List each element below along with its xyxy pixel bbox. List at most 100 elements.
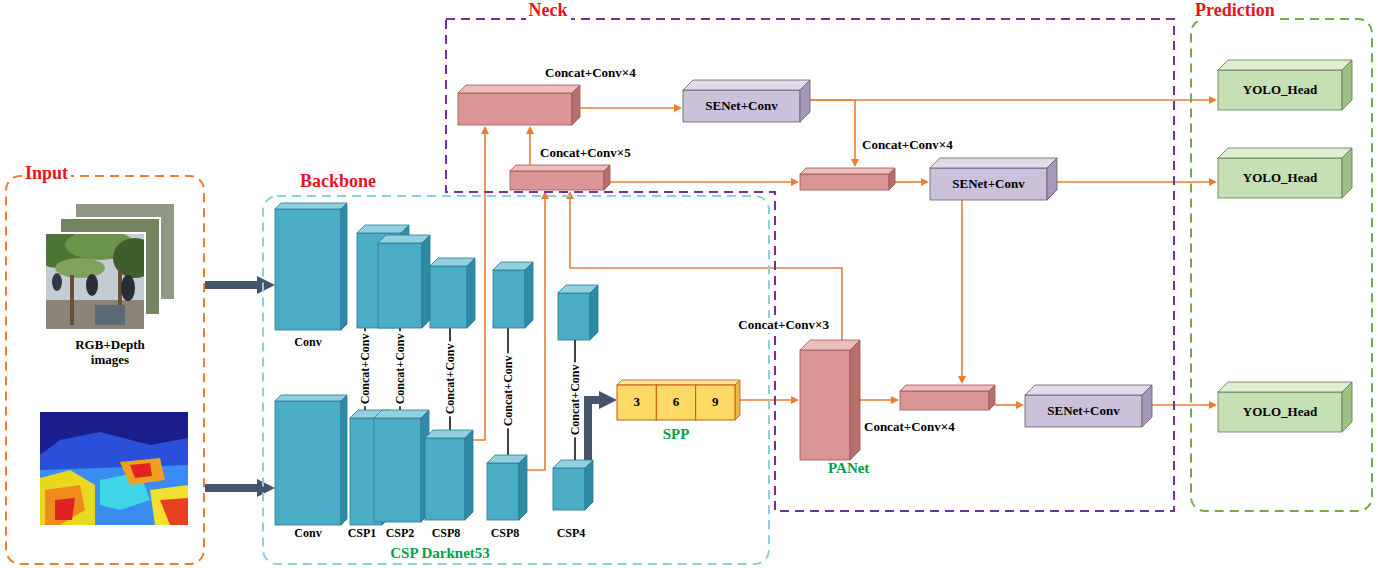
connector-arrow <box>1152 404 1209 406</box>
concat-conv-block-outline <box>900 385 995 410</box>
data-flow-arrow <box>588 400 599 460</box>
concat-conv-block: Concat+Conv×4 <box>900 385 995 410</box>
spp-module: 369SPP <box>617 380 740 420</box>
rgb-photo-stack <box>30 203 175 330</box>
depth-map <box>40 412 188 525</box>
block-front <box>553 468 585 510</box>
block-top <box>275 203 347 209</box>
conv-layer-block-outline <box>374 410 429 522</box>
block-front <box>378 243 422 328</box>
region-border <box>1191 19 1372 511</box>
block-side <box>1142 385 1152 427</box>
block-front <box>458 93 572 125</box>
yolo-head-block: YOLO_Head <box>1218 148 1352 198</box>
feature-block <box>430 258 475 328</box>
block-front <box>930 168 1047 200</box>
block-front <box>374 418 421 522</box>
connector-arrow <box>570 199 842 340</box>
block-label: YOLO_Head <box>1243 171 1317 186</box>
backbone-region: ConvConvCSP1CSP2CSP8CSP8CSP4369SPPBackbo… <box>262 195 770 565</box>
conv-layer-block-outline <box>425 430 473 520</box>
connector-arrow <box>810 100 855 159</box>
connector-arrow <box>473 134 485 440</box>
post <box>70 275 74 325</box>
network-name: CSP Darknet53 <box>390 545 490 562</box>
block-front <box>1218 392 1342 432</box>
conv-layer-block: CSP2 <box>374 410 429 522</box>
block-front <box>800 174 889 190</box>
connector-arrow <box>740 399 791 401</box>
conv-layer-block: CSP8 <box>425 430 473 520</box>
block-side <box>341 395 347 525</box>
pool-size: 3 <box>633 395 640 410</box>
block-front <box>275 401 341 525</box>
skip-connection-label: Concat+Conv <box>443 342 457 417</box>
block-label: SENet+Conv <box>1047 404 1119 419</box>
concat-conv-block: Concat+Conv×3 <box>800 340 860 460</box>
block-label: YOLO_Head <box>1243 83 1317 98</box>
block-top <box>1025 385 1152 395</box>
depth-patch <box>130 463 152 478</box>
conv-layer-block: Conv <box>275 203 347 330</box>
input-region-outline <box>5 175 205 565</box>
region-title: Backbone <box>300 171 376 192</box>
foliage <box>113 238 145 278</box>
data-flow-arrow <box>205 484 257 492</box>
connector-arrow <box>610 181 791 183</box>
block-side <box>1047 158 1057 200</box>
block-label: Concat+Conv×4 <box>862 138 953 153</box>
depth-patch <box>55 498 75 520</box>
pool-cell <box>656 385 695 420</box>
depth-patch <box>120 458 165 485</box>
conv-layer-block-outline <box>275 203 347 330</box>
block-top <box>357 225 409 233</box>
block-top <box>1218 148 1352 158</box>
region-title: Neck <box>526 0 571 21</box>
depth-patch <box>45 485 85 525</box>
yolo-head-block: YOLO_Head <box>1218 382 1352 432</box>
concat-conv-block-outline <box>800 168 895 190</box>
block-side <box>585 460 593 510</box>
depth-patch <box>40 470 95 525</box>
block-front <box>900 391 989 410</box>
connector-arrow <box>995 404 1016 406</box>
depth-patch <box>160 498 188 525</box>
block-front <box>1218 158 1342 198</box>
block-front <box>1025 395 1142 427</box>
neck-region: Concat+Conv×4SENet+ConvConcat+Conv×5Conc… <box>445 18 1175 512</box>
block-top <box>275 395 347 401</box>
block-top <box>1218 382 1352 392</box>
senet-conv-block: SENet+Conv <box>683 80 810 122</box>
senet-conv-block: SENet+Conv <box>930 158 1057 200</box>
conv-layer-block-outline <box>553 460 593 510</box>
block-label: SENet+Conv <box>952 177 1024 192</box>
block-side <box>1342 382 1352 432</box>
block-top <box>617 380 740 385</box>
region-border <box>6 176 204 564</box>
concat-conv-block-outline <box>510 165 610 190</box>
conv-layer-block-outline <box>487 455 527 520</box>
block-label: SENet+Conv <box>705 99 777 114</box>
block-front <box>275 209 341 330</box>
region-title: Input <box>22 163 71 184</box>
block-front <box>683 90 800 122</box>
ground <box>45 300 145 330</box>
connector-arrow <box>810 99 1209 101</box>
grape-cluster <box>86 274 98 296</box>
block-top <box>458 85 580 93</box>
connector-arrow <box>961 200 963 376</box>
block-side <box>604 165 610 190</box>
feature-block <box>558 285 598 340</box>
block-side <box>1342 148 1352 198</box>
block-front <box>1218 70 1342 110</box>
skip-connection-label: Concat+Conv <box>501 354 515 429</box>
block-side <box>735 380 740 420</box>
conv-layer-block: Conv <box>275 395 347 525</box>
layer-name: CSP2 <box>386 527 415 541</box>
connector-arrow <box>860 399 891 401</box>
skip-connection-label: Concat+Conv <box>393 332 407 407</box>
block-side <box>465 430 473 520</box>
layer-name: CSP8 <box>432 527 461 541</box>
